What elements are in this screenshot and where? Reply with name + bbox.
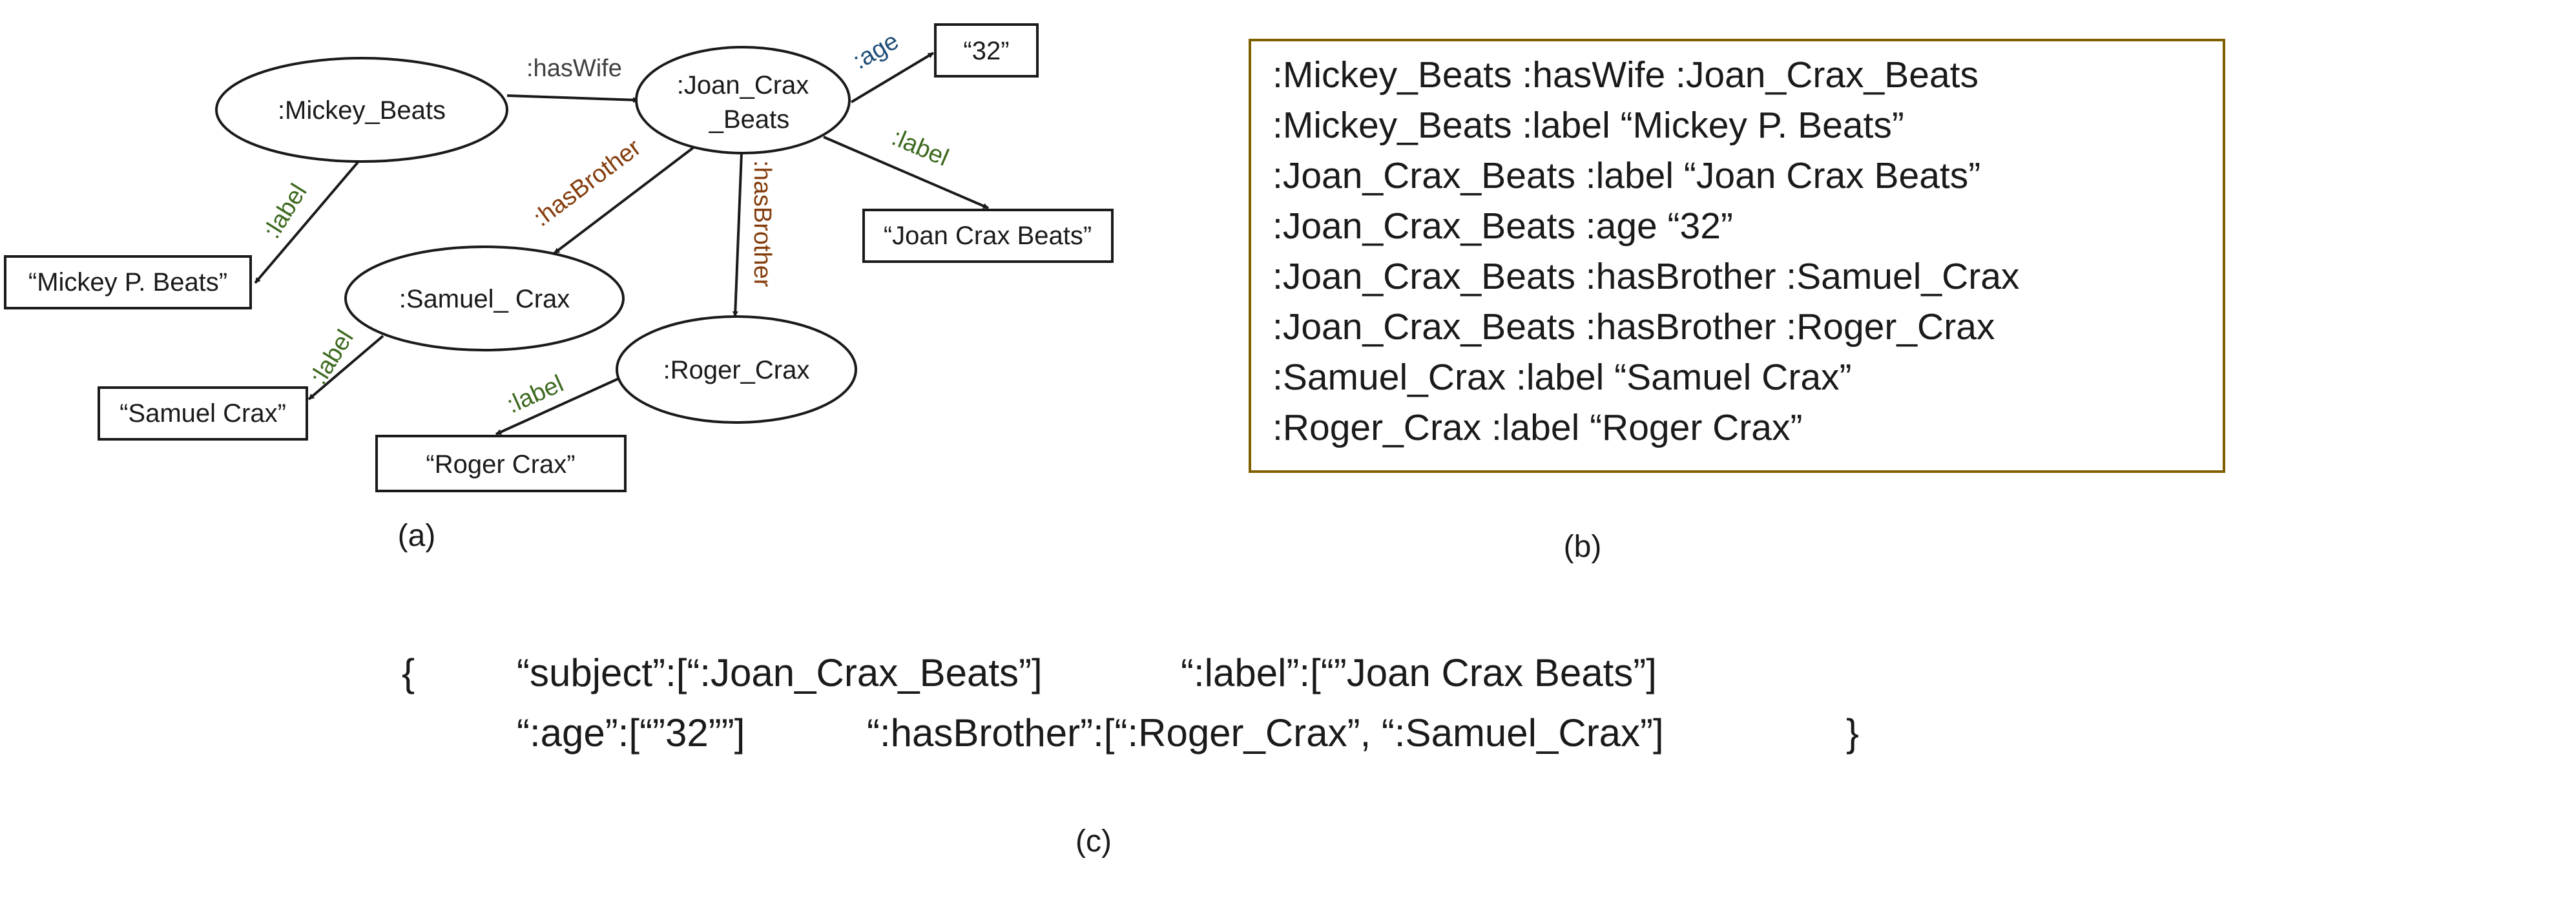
- node-label-line2: _Beats: [709, 105, 790, 134]
- triple-line: :Joan_Crax_Beats :age “32”: [1272, 205, 1733, 247]
- edge-mickey-label-line: [254, 160, 360, 284]
- edge-joan-label-line: [823, 136, 989, 209]
- triple-line: :Mickey_Beats :hasWife :Joan_Crax_Beats: [1272, 54, 1979, 96]
- edge-hasbrother-samuel-line: [553, 142, 700, 255]
- edge-label-haswife: :hasWife: [526, 55, 622, 82]
- json-hasbrother: “:hasBrother”:[“:Roger_Crax”, “:Samuel_C…: [867, 711, 1664, 755]
- edge-label-samuel-label: :label: [305, 325, 359, 389]
- node-roger-crax: :Roger_Crax: [616, 315, 857, 424]
- triple-line: :Mickey_Beats :label “Mickey P. Beats”: [1272, 105, 1904, 146]
- edge-label-roger-label: :label: [503, 370, 568, 419]
- literal-mickey-p-beats: “Mickey P. Beats”: [4, 255, 252, 309]
- edge-label-joan-label: :label: [888, 124, 952, 172]
- panel-b-triples: :Mickey_Beats :hasWife :Joan_Crax_Beats …: [1249, 39, 2225, 564]
- json-subject: “subject”:[“:Joan_Crax_Beats”]: [517, 651, 1043, 694]
- edge-label-hasbrother-samuel: :hasBrother: [528, 134, 646, 232]
- node-label-line1: :Joan_Crax: [677, 71, 809, 99]
- node-label: :Roger_Crax: [663, 356, 810, 384]
- json-label: “:label”:[“”Joan Crax Beats”]: [1181, 651, 1657, 694]
- triples-list: :Mickey_Beats :hasWife :Joan_Crax_Beats …: [1272, 54, 2019, 448]
- node-label: :Samuel_ Crax: [399, 285, 570, 313]
- json-age: “:age”:[“”32””]: [517, 711, 745, 755]
- triple-line: :Joan_Crax_Beats :label “Joan Crax Beats…: [1272, 155, 1980, 196]
- literal-joan-crax-beats: “Joan Crax Beats”: [862, 209, 1114, 263]
- edges: [254, 52, 989, 435]
- triple-line: :Samuel_Crax :label “Samuel Crax”: [1272, 357, 1852, 398]
- edge-haswife-line: [506, 94, 639, 103]
- panel-a-graph: :hasWife :label :age :label :hasBrother …: [4, 23, 1114, 553]
- edge-samuel-label-line: [307, 335, 384, 401]
- literal-32: “32”: [934, 23, 1039, 78]
- literal-text: “32”: [963, 37, 1009, 65]
- panel-c-json: { “subject”:[“:Joan_Crax_Beats”] “:label…: [402, 651, 1859, 859]
- triples-box: [1249, 39, 2225, 473]
- caption-c: (c): [1075, 824, 1112, 859]
- edge-roger-label-line: [495, 377, 621, 435]
- json-close-brace: }: [1846, 711, 1859, 755]
- caption-b: (b): [1564, 530, 1602, 564]
- literal-text: “Joan Crax Beats”: [884, 222, 1092, 250]
- node-joan-crax-beats: :Joan_Crax _Beats: [635, 46, 851, 154]
- literal-roger-crax: “Roger Crax”: [375, 435, 627, 492]
- literal-text: “Samuel Crax”: [119, 399, 286, 428]
- edge-label-age: :age: [849, 27, 904, 74]
- node-mickey-beats: :Mickey_Beats: [215, 57, 508, 163]
- edge-hasbrother-roger-line: [732, 152, 743, 317]
- edge-age-line: [850, 52, 935, 103]
- json-open-brace: {: [402, 651, 415, 694]
- node-samuel-crax: :Samuel_ Crax: [344, 245, 625, 351]
- edge-label-hasbrother-roger: :hasBrother: [749, 160, 776, 287]
- triple-line: :Joan_Crax_Beats :hasBrother :Samuel_Cra…: [1272, 256, 2019, 297]
- literal-text: “Mickey P. Beats”: [28, 268, 227, 297]
- literal-text: “Roger Crax”: [426, 450, 575, 479]
- triple-line: :Roger_Crax :label “Roger Crax”: [1272, 407, 1802, 448]
- edge-label-mickey-label: :label: [258, 179, 313, 243]
- node-label: :Mickey_Beats: [278, 96, 446, 125]
- triple-line: :Joan_Crax_Beats :hasBrother :Roger_Crax: [1272, 306, 1995, 348]
- literal-samuel-crax: “Samuel Crax”: [98, 386, 308, 441]
- caption-a: (a): [398, 519, 436, 553]
